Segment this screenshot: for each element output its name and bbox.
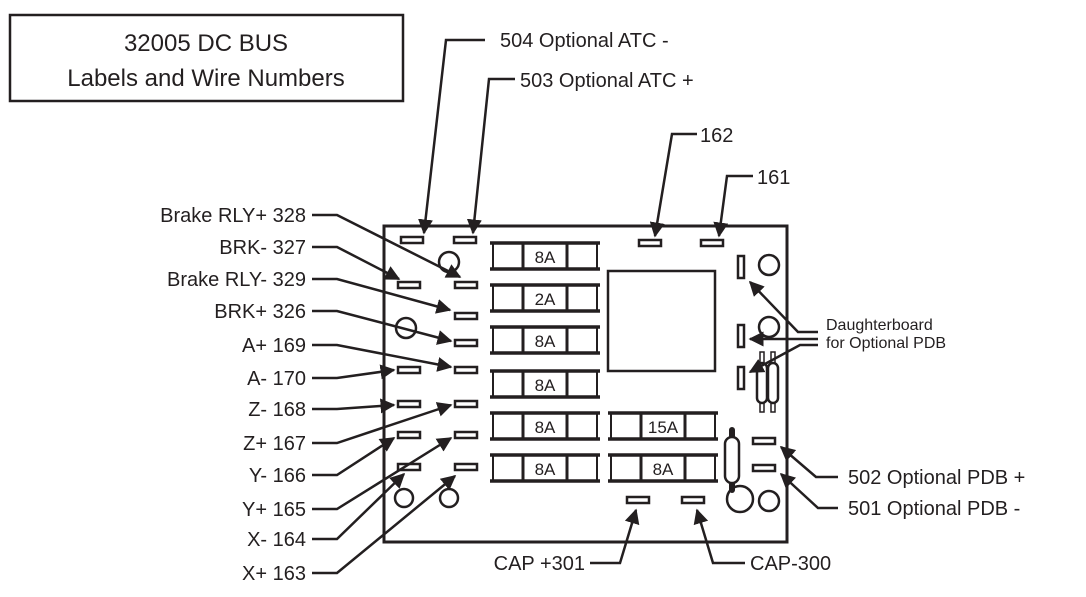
label-166: Y- 166 [249, 465, 306, 487]
label-daughterboard-1: Daughterboard [826, 317, 933, 334]
label-daughterboard-2: for Optional PDB [826, 335, 946, 352]
fuse: 2A [490, 283, 600, 313]
fuse-group: 8A 2A 8A 8A 8A 8A 15A 8A [490, 241, 718, 483]
label-167: Z+ 167 [243, 433, 306, 455]
title-box: 32005 DC BUS Labels and Wire Numbers [8, 13, 405, 103]
leader-503 [466, 77, 515, 235]
pad-300 [680, 495, 706, 505]
title-line-1: 32005 DC BUS [124, 30, 288, 57]
pad-165 [453, 430, 479, 440]
fuse-rating: 8A [535, 248, 556, 267]
label-165: Y+ 165 [242, 499, 306, 521]
label-163: X+ 163 [242, 563, 306, 585]
fuse-rating: 15A [648, 418, 679, 437]
leader-329 [312, 277, 452, 314]
pad-162 [637, 238, 663, 248]
leader-165 [312, 436, 453, 511]
fuse: 8A [490, 453, 600, 483]
label-501: 501 Optional PDB - [848, 498, 1020, 520]
mount-hole [393, 487, 415, 509]
label-cap-300: CAP-300 [750, 553, 831, 575]
label-502: 502 Optional PDB + [848, 467, 1025, 489]
leader-167 [312, 402, 453, 445]
pad-504 [399, 235, 425, 245]
leader-164 [312, 472, 406, 541]
label-162: 162 [700, 125, 733, 147]
mount-hole [757, 315, 781, 339]
pad-168 [396, 399, 422, 409]
label-169: A+ 169 [242, 335, 306, 357]
fuse-rating: 8A [653, 460, 674, 479]
mount-hole [757, 253, 781, 277]
pad-327 [396, 280, 422, 290]
leader-170 [312, 364, 396, 380]
title-line-2: Labels and Wire Numbers [67, 65, 344, 92]
label-164: X- 164 [247, 529, 306, 551]
leader-163 [312, 475, 457, 575]
leader-162 [649, 132, 697, 238]
resistor-pair [755, 351, 780, 413]
leader-169 [312, 343, 453, 372]
pad-161 [699, 238, 725, 248]
leader-161 [713, 174, 753, 238]
capacitor-capsule [723, 427, 741, 493]
pad-326 [453, 338, 479, 348]
leader-328 [312, 213, 462, 279]
relay-block [606, 269, 717, 373]
label-329: Brake RLY- 329 [167, 269, 306, 291]
daughterboard-pad-1 [736, 254, 746, 280]
fuse: 8A [490, 369, 600, 399]
leader-301 [590, 508, 640, 565]
pad-328 [453, 280, 479, 290]
pad-301 [625, 495, 651, 505]
leader-168 [312, 398, 396, 414]
fuse: 8A [608, 453, 718, 483]
label-161: 161 [757, 167, 790, 189]
fuse: 8A [490, 411, 600, 441]
pad-329 [453, 311, 479, 321]
pad-163 [453, 462, 479, 472]
left-label-group: Brake RLY+ 328 BRK- 327 Brake RLY- 329 B… [160, 205, 306, 585]
fuse-rating: 8A [535, 460, 556, 479]
label-327: BRK- 327 [219, 237, 306, 259]
leader-327 [312, 245, 401, 281]
leader-daughterboard-3 [748, 343, 818, 374]
label-503: 503 Optional ATC + [520, 70, 694, 92]
label-168: Z- 168 [248, 399, 306, 421]
pad-501 [751, 463, 777, 473]
pad-170 [396, 365, 422, 375]
pad-166 [396, 430, 422, 440]
pad-167 [453, 399, 479, 409]
daughterboard-pad-3 [736, 365, 746, 391]
mount-hole [757, 489, 781, 513]
fuse: 8A [490, 241, 600, 271]
label-328: Brake RLY+ 328 [160, 205, 306, 227]
pad-502 [751, 436, 777, 446]
leader-502 [779, 446, 838, 479]
leader-326 [312, 309, 453, 345]
label-170: A- 170 [247, 368, 306, 390]
label-504: 504 Optional ATC - [500, 30, 669, 52]
leader-501 [779, 472, 838, 510]
label-cap-301: CAP +301 [494, 553, 585, 575]
mount-hole [438, 487, 460, 509]
leader-504 [418, 38, 485, 235]
fuse-rating: 2A [535, 290, 556, 309]
fuse: 8A [490, 325, 600, 355]
leader-300 [693, 508, 745, 565]
fuse: 15A [608, 411, 718, 441]
fuse-rating: 8A [535, 418, 556, 437]
pad-169 [453, 365, 479, 375]
leader-daughterboard-1 [748, 280, 818, 334]
label-326: BRK+ 326 [214, 301, 306, 323]
daughterboard-pad-2 [736, 323, 746, 349]
fuse-rating: 8A [535, 376, 556, 395]
leader-166 [312, 436, 396, 477]
pad-503 [452, 235, 478, 245]
fuse-rating: 8A [535, 332, 556, 351]
